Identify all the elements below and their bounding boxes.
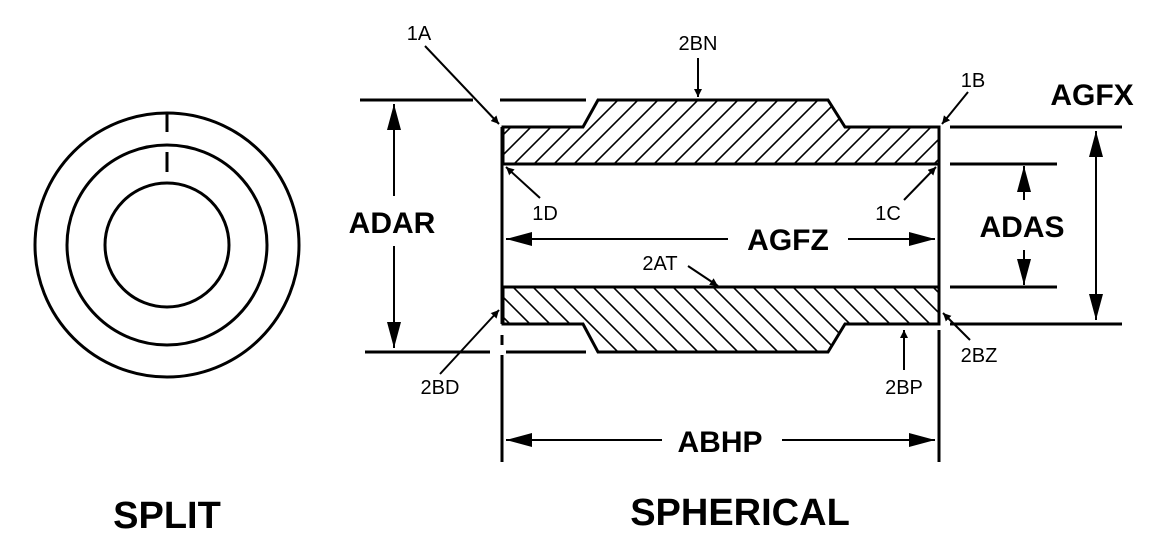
hatch-line xyxy=(503,287,521,352)
hatch-line xyxy=(930,287,939,352)
leader-1b xyxy=(941,91,969,125)
callout-2bz: 2BZ xyxy=(961,345,998,367)
top-wall-hatch xyxy=(432,98,1040,166)
bottom-wall-hatch xyxy=(503,285,1060,354)
hatch-line xyxy=(530,287,601,352)
callout-1a: 1A xyxy=(407,23,432,45)
split-view xyxy=(33,111,301,379)
hatch-line xyxy=(571,100,641,164)
hatch-line xyxy=(952,98,1020,166)
spherical-view: ADAR AGFX ADAS AGFZ ABHP xyxy=(349,23,1134,462)
hatch-line xyxy=(811,100,881,164)
hatch-line xyxy=(432,98,500,166)
hatch-line xyxy=(851,100,921,164)
hatch-line xyxy=(890,287,939,352)
hatch-line xyxy=(850,287,921,352)
callout-1d: 1D xyxy=(532,203,558,225)
hatch-line xyxy=(972,98,1040,166)
hatch-line xyxy=(910,287,939,352)
callout-2bd: 2BD xyxy=(421,377,460,399)
hatch-line xyxy=(751,100,821,164)
agfz-label: AGFZ xyxy=(747,224,829,257)
callout-1b: 1B xyxy=(961,70,985,92)
hatch-line xyxy=(671,100,741,164)
hatch-line xyxy=(650,287,721,352)
hatch-line xyxy=(711,100,781,164)
split-inner-ring xyxy=(103,181,231,309)
hatch-line xyxy=(911,100,939,164)
hatch-line xyxy=(691,100,761,164)
adas-label: ADAS xyxy=(979,211,1064,244)
callout-1c: 1C xyxy=(875,203,901,225)
hatch-line xyxy=(730,287,801,352)
adas-dimension: ADAS xyxy=(979,166,1065,285)
callout-2bp: 2BP xyxy=(885,377,923,399)
hatch-line xyxy=(690,287,761,352)
leader-2bd xyxy=(439,309,500,375)
spherical-title: SPHERICAL xyxy=(630,492,850,533)
hatch-line xyxy=(590,287,661,352)
hatch-line xyxy=(791,100,861,164)
hatch-line xyxy=(630,287,701,352)
hatch-line xyxy=(830,287,901,352)
split-title: SPLIT xyxy=(113,495,221,533)
hatch-line xyxy=(770,287,841,352)
hatch-line xyxy=(771,100,841,164)
split-middle-ring xyxy=(65,143,269,347)
hatch-line xyxy=(503,287,541,352)
agfx-label: AGFX xyxy=(1050,79,1133,112)
hatch-line xyxy=(870,287,939,352)
hatch-line xyxy=(750,287,821,352)
hatch-line xyxy=(591,100,661,164)
hatch-line xyxy=(611,100,681,164)
hatch-line xyxy=(871,100,939,164)
agfx-dimension: AGFX xyxy=(1050,79,1134,320)
hatch-line xyxy=(511,100,581,164)
hatch-line xyxy=(670,287,741,352)
hatch-line xyxy=(503,100,521,164)
agfz-dimension: AGFZ xyxy=(506,224,935,257)
hatch-line xyxy=(831,100,901,164)
hatch-line xyxy=(790,287,861,352)
bottom-wall-section xyxy=(501,285,941,354)
hatch-line xyxy=(951,285,1020,354)
callout-2bn: 2BN xyxy=(679,33,718,55)
hatch-line xyxy=(971,285,1040,354)
leader-1d xyxy=(505,166,541,199)
abhp-dimension: ABHP xyxy=(506,426,935,459)
hatch-line xyxy=(931,100,939,164)
hatch-line xyxy=(570,287,641,352)
callout-2at: 2AT xyxy=(642,253,677,275)
hatch-line xyxy=(503,100,541,164)
hatch-line xyxy=(551,100,621,164)
abhp-label: ABHP xyxy=(677,426,762,459)
hatch-line xyxy=(891,100,939,164)
hatch-line xyxy=(550,287,621,352)
adar-label: ADAR xyxy=(349,207,436,240)
leader-2bz xyxy=(942,312,971,341)
hatch-line xyxy=(731,100,801,164)
hatch-line xyxy=(651,100,721,164)
top-wall-section xyxy=(501,98,941,166)
hatch-line xyxy=(610,287,681,352)
leader-1c xyxy=(903,166,937,201)
hatch-line xyxy=(810,287,881,352)
leader-1a xyxy=(424,45,500,125)
hatch-line xyxy=(631,100,701,164)
hatch-line xyxy=(710,287,781,352)
hatch-line xyxy=(991,285,1060,354)
leader-2at xyxy=(687,265,719,287)
hatch-line xyxy=(531,100,601,164)
hatch-line xyxy=(510,287,581,352)
adar-dimension: ADAR xyxy=(349,104,436,348)
